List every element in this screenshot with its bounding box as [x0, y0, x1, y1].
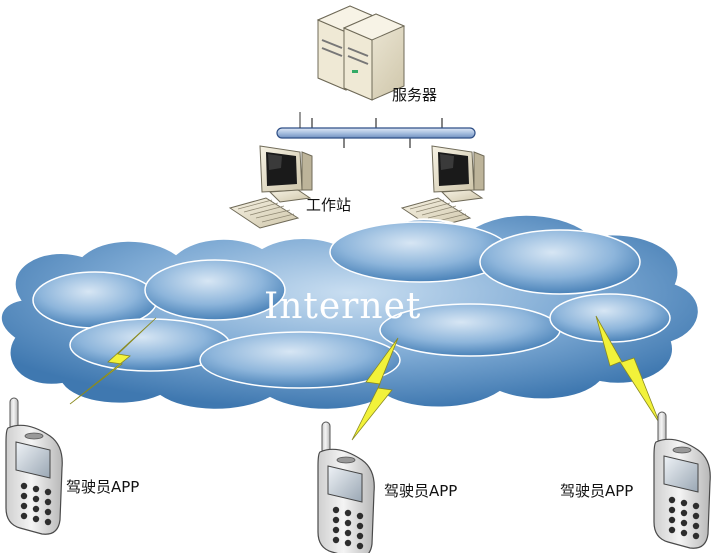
- network-bus: [276, 112, 476, 148]
- workstation-icon: [401, 145, 485, 229]
- phone-middle-label: 驾驶员APP: [384, 482, 457, 500]
- mobile-phone-icon: [653, 411, 711, 549]
- phone-right-label: 驾驶员APP: [560, 482, 633, 500]
- lightning-icon: [351, 337, 399, 441]
- workstation-label: 工作站: [306, 196, 351, 214]
- server-icon: [316, 5, 406, 101]
- workstation-icon: [229, 145, 313, 229]
- server-label: 服务器: [392, 86, 437, 104]
- cloud-icon: [0, 213, 700, 411]
- phone-left-label: 驾驶员APP: [66, 478, 139, 496]
- lightning-icon: [69, 317, 157, 405]
- internet-label: Internet: [264, 286, 421, 327]
- mobile-phone-icon: [5, 397, 63, 535]
- mobile-phone-icon: [317, 421, 375, 553]
